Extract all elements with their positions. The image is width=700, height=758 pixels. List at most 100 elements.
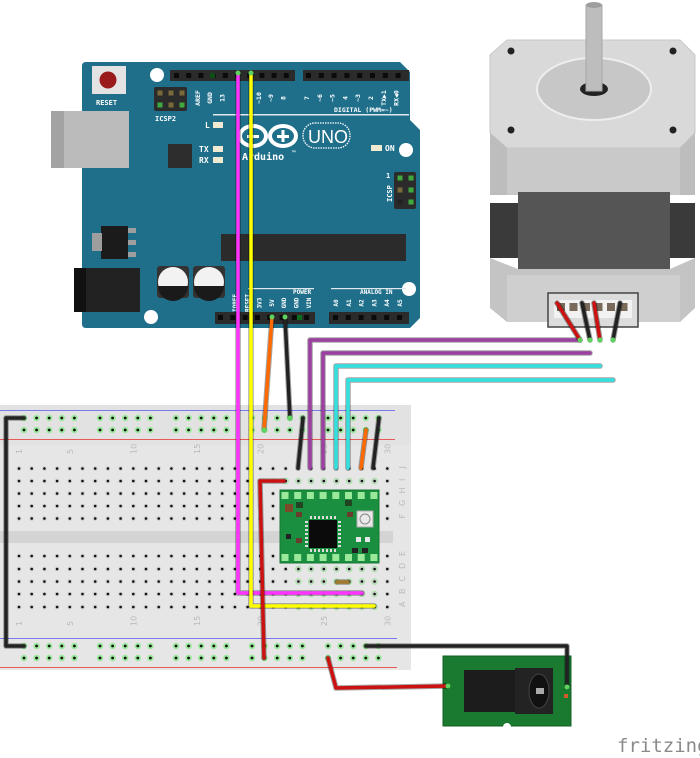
wire-5v-to-rail[interactable] <box>262 315 274 432</box>
rail-hole[interactable] <box>98 428 102 432</box>
icsp2-pin[interactable] <box>179 102 185 108</box>
header-pin[interactable] <box>259 73 265 78</box>
header-pin[interactable] <box>304 315 310 320</box>
rail-hole[interactable] <box>187 428 191 432</box>
reset-button-cap[interactable] <box>99 71 117 89</box>
rail-hole[interactable] <box>212 656 216 660</box>
rail-hole[interactable] <box>225 428 228 432</box>
rail-hole[interactable] <box>212 644 216 648</box>
rail-hole[interactable] <box>60 428 64 432</box>
wire-driver-logic-gnd[interactable] <box>296 416 305 470</box>
icsp-pin[interactable] <box>408 187 414 193</box>
rail-hole[interactable] <box>149 644 152 648</box>
rail-hole[interactable] <box>288 644 292 648</box>
rail-hole[interactable] <box>73 428 76 432</box>
rail-hole[interactable] <box>174 656 178 660</box>
header-pin-gnd[interactable] <box>297 315 302 320</box>
rail-hole[interactable] <box>111 644 114 648</box>
rail-hole[interactable] <box>136 656 140 660</box>
rail-hole[interactable] <box>301 644 304 648</box>
rail-hole[interactable] <box>275 644 279 648</box>
digital-header-low[interactable] <box>303 70 409 81</box>
driver-pin[interactable] <box>332 554 340 561</box>
header-pin[interactable] <box>318 73 324 78</box>
rail-hole[interactable] <box>35 656 38 660</box>
driver-pin[interactable] <box>294 492 302 499</box>
rail-hole[interactable] <box>187 656 191 660</box>
header-pin[interactable] <box>222 73 228 78</box>
wire-jack-positive[interactable] <box>326 656 450 690</box>
header-pin[interactable] <box>397 315 402 320</box>
header-pin[interactable] <box>370 73 375 78</box>
rail-hole[interactable] <box>35 644 38 648</box>
header-pin[interactable] <box>279 315 285 320</box>
rail-hole[interactable] <box>149 416 152 420</box>
header-pin[interactable] <box>230 315 236 320</box>
rail-hole[interactable] <box>98 656 102 660</box>
header-pin-gnd[interactable] <box>210 73 215 78</box>
driver-pin[interactable] <box>281 492 289 499</box>
rail-hole[interactable] <box>174 644 178 648</box>
rail-hole[interactable] <box>47 416 51 420</box>
rail-hole[interactable] <box>123 644 127 648</box>
wire-pin12-to-driver[interactable] <box>236 71 364 595</box>
icsp2-pin[interactable] <box>157 102 163 108</box>
wire-driver-logic-vdd[interactable] <box>359 428 368 470</box>
rail-hole[interactable] <box>22 428 26 432</box>
driver-pin[interactable] <box>370 492 378 499</box>
rail-hole[interactable] <box>364 656 368 660</box>
rail-hole[interactable] <box>275 656 279 660</box>
header-pin[interactable] <box>306 73 311 78</box>
rail-hole[interactable] <box>136 644 140 648</box>
driver-pin[interactable] <box>294 554 302 561</box>
icsp2-pin[interactable] <box>157 90 163 96</box>
power-header[interactable] <box>215 312 315 324</box>
rail-hole[interactable] <box>301 656 304 660</box>
rail-hole[interactable] <box>149 656 152 660</box>
rail-hole[interactable] <box>339 428 342 432</box>
header-pin[interactable] <box>283 73 289 78</box>
rail-hole[interactable] <box>111 428 114 432</box>
stepper-driver-module[interactable] <box>279 489 380 564</box>
rail-hole[interactable] <box>174 428 178 432</box>
rail-hole[interactable] <box>351 416 355 420</box>
rail-hole[interactable] <box>288 656 292 660</box>
rail-hole[interactable] <box>199 656 203 660</box>
rail-hole[interactable] <box>187 416 191 420</box>
wire-rail-ground-bridge[interactable] <box>4 416 26 648</box>
driver-pin[interactable] <box>357 554 365 561</box>
header-pin[interactable] <box>358 315 364 320</box>
header-pin[interactable] <box>344 73 350 78</box>
driver-pin[interactable] <box>319 554 327 561</box>
header-pin[interactable] <box>384 315 390 320</box>
rail-hole[interactable] <box>377 656 380 660</box>
driver-pin[interactable] <box>319 492 327 499</box>
header-pin[interactable] <box>357 73 363 78</box>
rail-hole[interactable] <box>326 416 330 420</box>
driver-pin[interactable] <box>306 492 314 499</box>
wire-driver-motor-gnd[interactable] <box>371 416 381 470</box>
rail-hole[interactable] <box>73 416 76 420</box>
icsp-pin[interactable] <box>397 187 403 193</box>
rail-hole[interactable] <box>351 644 355 648</box>
rail-hole[interactable] <box>123 416 127 420</box>
rail-hole[interactable] <box>149 428 152 432</box>
wire-gnd-to-rail[interactable] <box>283 315 292 420</box>
header-pin[interactable] <box>291 315 297 320</box>
rail-hole[interactable] <box>351 656 355 660</box>
wire-coil-b2[interactable] <box>346 378 615 470</box>
rail-hole[interactable] <box>60 656 64 660</box>
rail-hole[interactable] <box>111 656 114 660</box>
wire-jack-ground[interactable] <box>364 644 569 689</box>
header-pin[interactable] <box>333 315 338 320</box>
dc-barrel-jack-module[interactable] <box>442 655 572 731</box>
header-pin[interactable] <box>371 315 377 320</box>
icsp-pin[interactable] <box>408 175 414 181</box>
driver-pin[interactable] <box>370 554 378 561</box>
header-pin[interactable] <box>331 73 337 78</box>
rail-hole[interactable] <box>199 428 203 432</box>
icsp2-pin[interactable] <box>179 90 185 96</box>
rail-hole[interactable] <box>339 644 342 648</box>
rail-hole[interactable] <box>326 644 330 648</box>
header-pin[interactable] <box>198 73 204 78</box>
